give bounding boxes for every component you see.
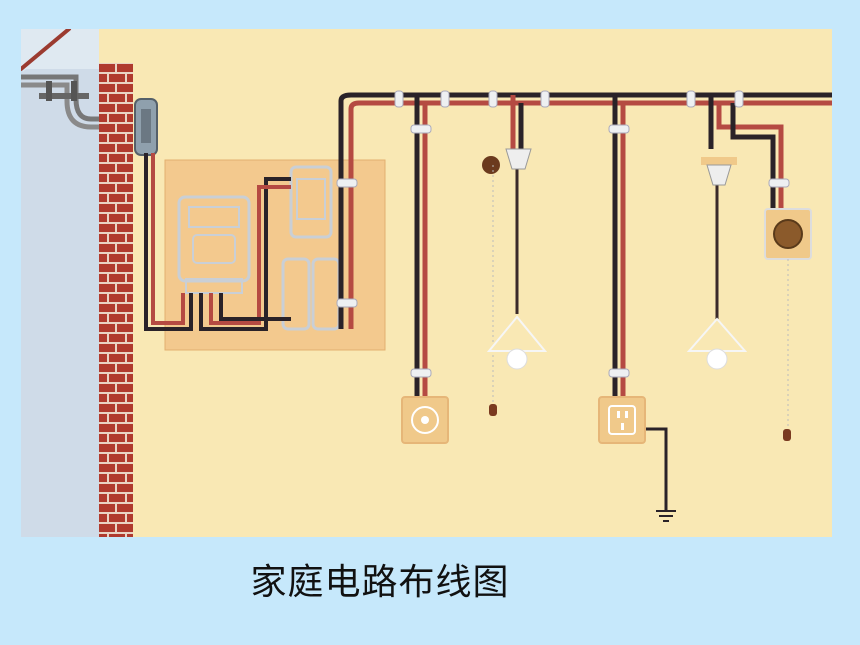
pendant-lamp (482, 148, 548, 416)
electric-meter (177, 195, 251, 294)
wall-switch (401, 396, 449, 444)
wiring-illustration (21, 29, 832, 537)
wire-clips (336, 90, 790, 378)
meter-wiring (144, 153, 291, 331)
main-bus (338, 92, 832, 329)
pendant-lamp (686, 157, 748, 370)
lamp-branch-2 (708, 95, 784, 319)
service-entrance (21, 29, 104, 130)
wiring-diagram (21, 29, 832, 537)
exterior-wall (21, 29, 99, 537)
brick-wall (99, 63, 133, 537)
socket-branch (612, 95, 668, 511)
pull-switch (764, 208, 812, 441)
lamp-branch-1 (414, 95, 524, 399)
junction-box (134, 98, 158, 156)
three-pin-socket (598, 396, 646, 444)
diagram-caption: 家庭电路布线图 (250, 562, 510, 603)
ground-symbol (656, 510, 676, 522)
fuse-box (281, 165, 341, 331)
